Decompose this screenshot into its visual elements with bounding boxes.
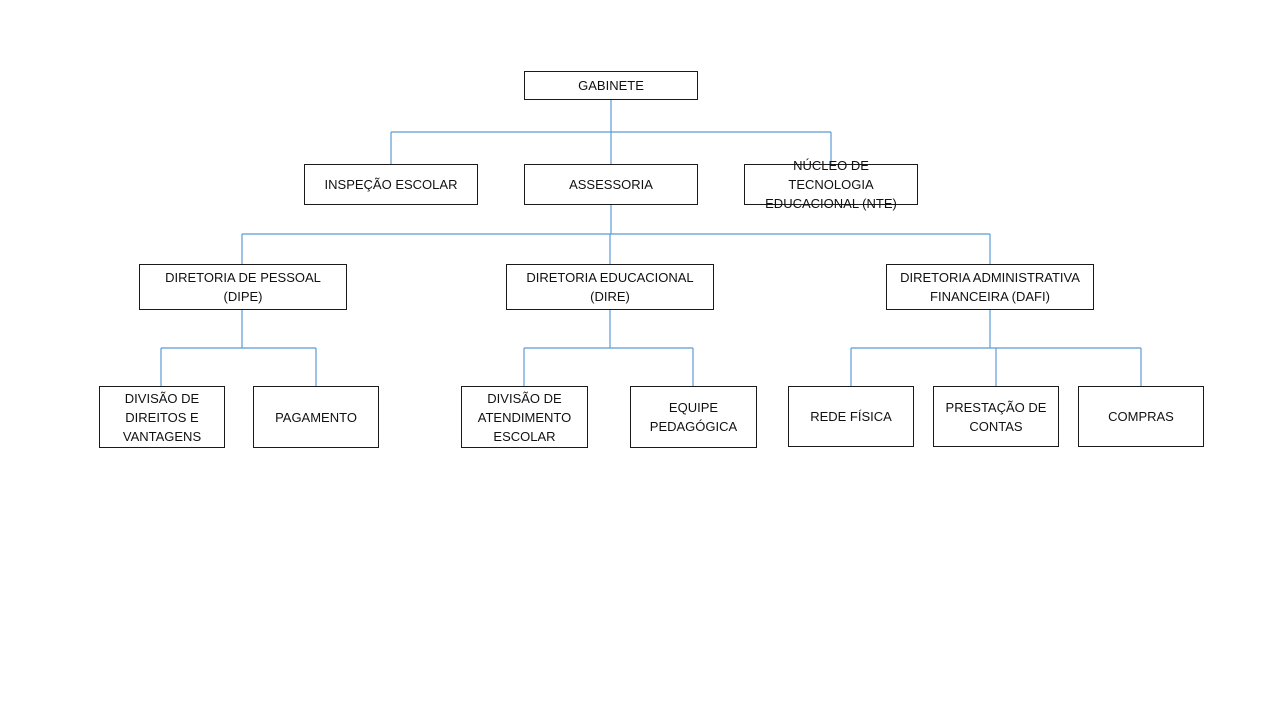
node-label: DIVISÃO DE ATENDIMENTO ESCOLAR [477,390,572,444]
node-equipe-pedagogica: EQUIPE PEDAGÓGICA [630,386,757,448]
node-dire: DIRETORIA EDUCACIONAL (DIRE) [506,264,714,310]
node-direitos-vantagens: DIVISÃO DE DIREITOS E VANTAGENS [99,386,225,448]
node-nte: NÚCLEO DE TECNOLOGIA EDUCACIONAL (NTE) [744,158,918,211]
node-gabinete: GABINETE [524,71,698,100]
node-label: EQUIPE PEDAGÓGICA [649,400,738,434]
node-label: NÚCLEO DE TECNOLOGIA EDUCACIONAL (NTE) [765,158,897,211]
node-atendimento-escolar: DIVISÃO DE ATENDIMENTO ESCOLAR [461,386,588,448]
node-label: INSPEÇÃO ESCOLAR [324,177,458,192]
node-label: PAGAMENTO [275,409,357,425]
node-rede-fisica: REDE FÍSICA [788,386,914,447]
node-pagamento: PAGAMENTO [253,386,379,448]
node-assessoria: ASSESSORIA [524,164,698,205]
node-label: COMPRAS [1108,409,1174,424]
node-prestacao-contas: PRESTAÇÃO DE CONTAS [933,386,1059,447]
node-label: ASSESSORIA [569,177,653,192]
node-dipe: DIRETORIA DE PESSOAL (DIPE) [139,264,347,310]
node-label: DIVISÃO DE DIREITOS E VANTAGENS [122,390,202,444]
node-label: DIRETORIA EDUCACIONAL (DIRE) [526,270,694,304]
node-dafi: DIRETORIA ADMINISTRATIVA FINANCEIRA (DAF… [886,264,1094,310]
node-inspecao-escolar: INSPEÇÃO ESCOLAR [304,164,478,205]
node-label: GABINETE [578,78,644,93]
node-label: PRESTAÇÃO DE CONTAS [945,399,1047,434]
node-compras: COMPRAS [1078,386,1204,447]
node-label: DIRETORIA ADMINISTRATIVA FINANCEIRA (DAF… [900,270,1080,304]
node-label: REDE FÍSICA [810,409,892,424]
node-label: DIRETORIA DE PESSOAL (DIPE) [165,270,321,304]
